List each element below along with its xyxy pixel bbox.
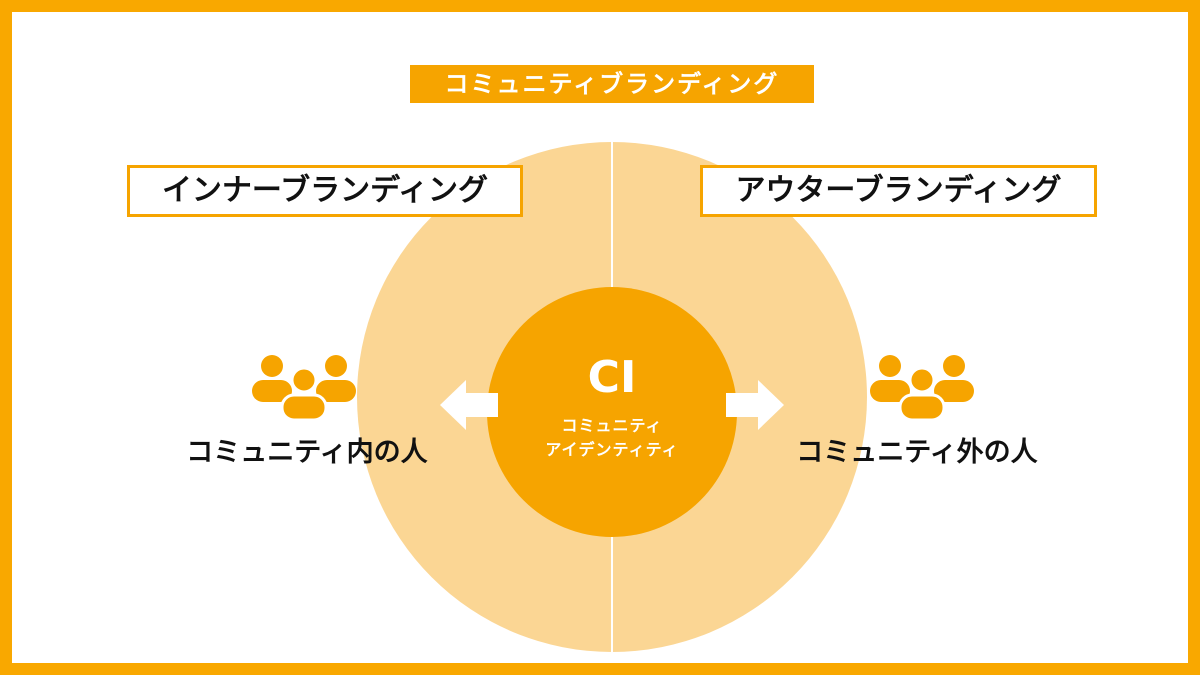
people-group-icon	[252, 355, 356, 422]
ci-subtitle-line1: コミュニティ	[561, 416, 663, 435]
inner-branding-label: インナーブランディング	[127, 165, 523, 217]
ci-subtitle-line2: アイデンティティ	[545, 440, 679, 459]
people-group-icon	[870, 355, 974, 422]
outer-people-label: コミュニティ外の人	[796, 437, 1038, 468]
arrow-left-icon	[440, 380, 498, 430]
ci-title: CI	[587, 352, 637, 403]
outer-branding-label: アウターブランディング	[700, 165, 1097, 217]
inner-people-label: コミュニティ内の人	[186, 437, 428, 468]
ci-core-circle	[487, 287, 737, 537]
diagram-title: コミュニティブランディング	[410, 65, 814, 103]
arrow-right-icon	[726, 380, 784, 430]
